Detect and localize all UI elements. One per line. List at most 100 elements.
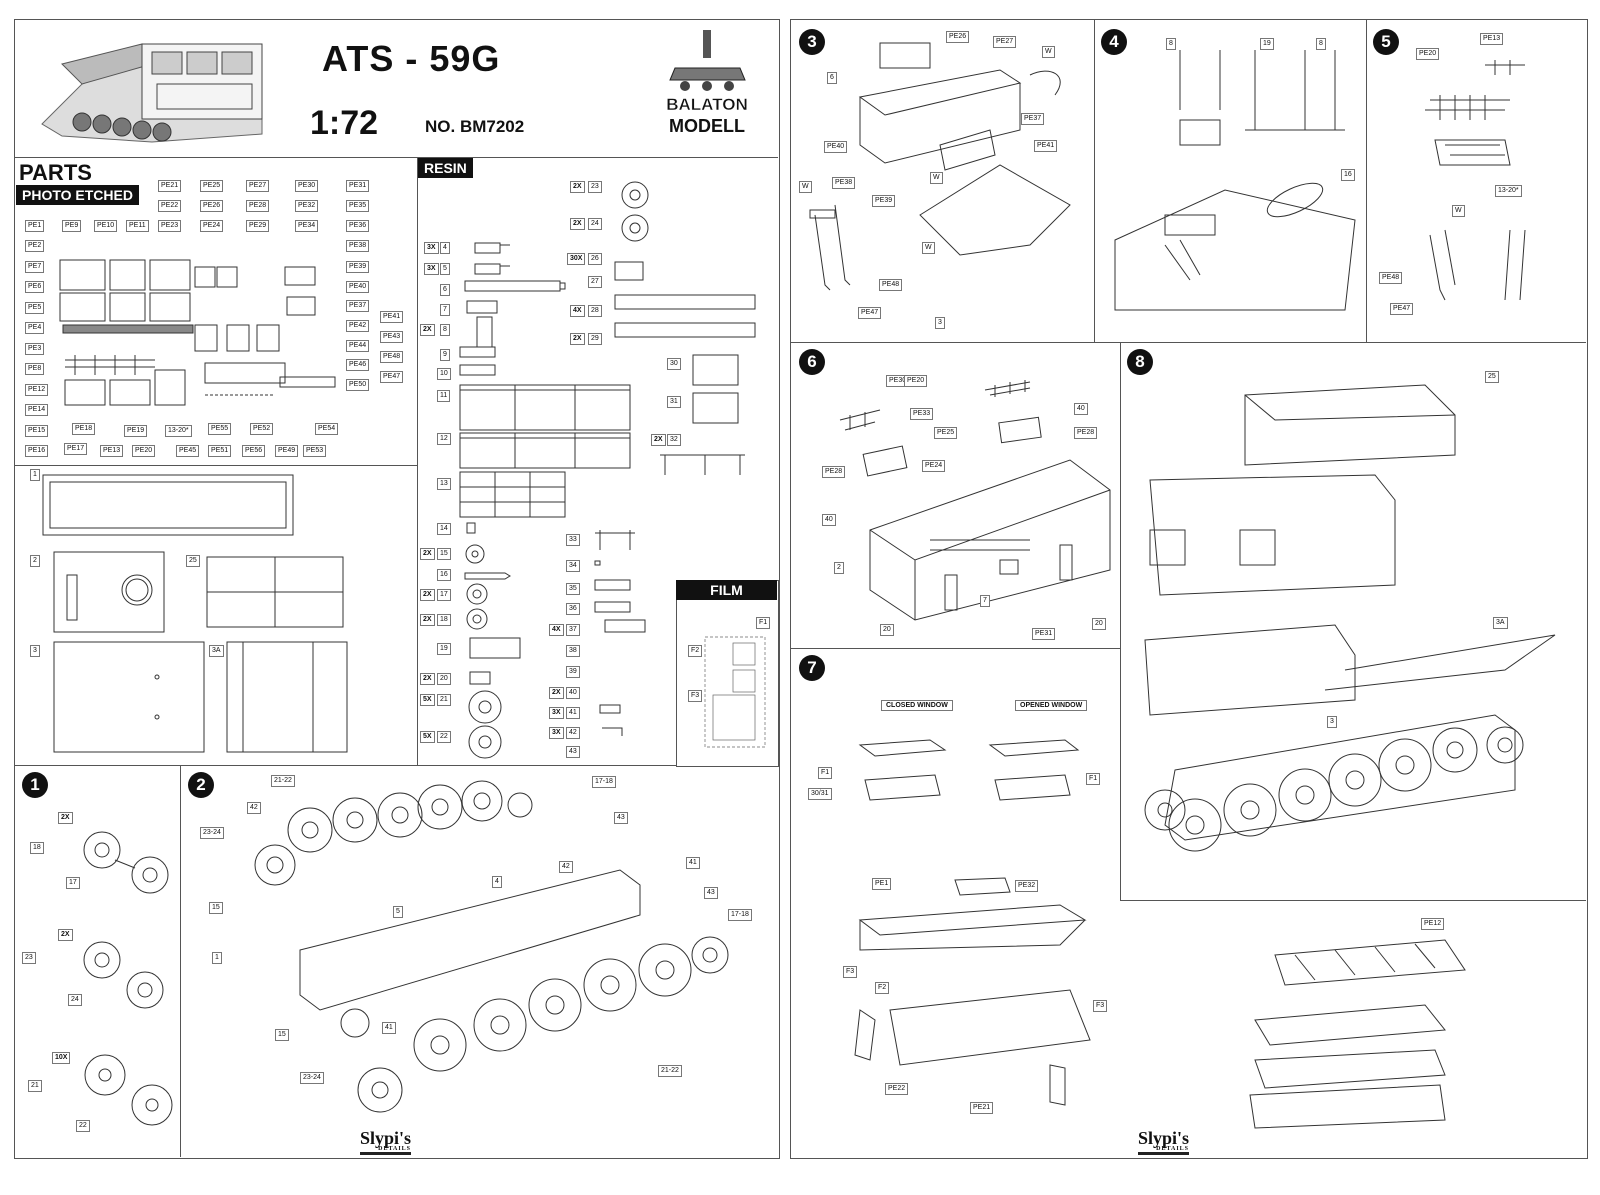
pe-label: PE14 [25,404,49,416]
part-callout: W [1452,205,1465,217]
pe-label: PE40 [346,281,370,293]
logo-line1: BALATON [666,95,748,114]
part-callout: 3A [1493,617,1508,629]
qty-badge: 3X [424,263,439,275]
part-callout: PE22 [885,1083,909,1095]
part-callout: 24 [68,994,82,1006]
resin-parts-drawings [459,181,756,759]
part-callout: 42 [559,861,573,873]
pe-label: PE47 [380,371,404,383]
step6-step7-divider [790,648,1120,649]
part-callout: 23-24 [200,827,224,839]
resin-part-number: 13 [437,478,451,490]
part-label: 25 [186,555,200,567]
part-callout: F1 [818,767,833,779]
pe-label: PE42 [346,320,370,332]
part-callout: F3 [1093,1000,1108,1012]
pe-label: PE9 [62,220,82,232]
pe-label: PE27 [246,180,270,192]
step-5-grille-drawing [1425,60,1526,301]
pe-label: PE11 [126,220,149,232]
resin-part-number: 42 [566,727,580,739]
resin-part-number: 12 [437,433,451,445]
part-callout: PE37 [1021,113,1045,125]
resin-part-number: 9 [440,349,450,361]
pe-label: PE17 [64,443,88,455]
qty-badge: 10X [52,1052,71,1064]
step4-step5-divider [1366,19,1367,342]
part-callout: 4 [492,876,502,888]
part-callout: PE20 [904,375,928,387]
step-2-chassis-drawing [254,780,729,1113]
part-callout: 19 [1260,38,1274,50]
pe-label: PE39 [346,261,370,273]
resin-part-number: 41 [566,707,580,719]
part-callout: 25 [1485,371,1499,383]
resin-part-number: 17 [437,589,451,601]
resin-part-number: 35 [566,583,580,595]
resin-part-number: 37 [566,624,580,636]
resin-part-number: 30 [667,358,681,370]
part-callout: 22 [76,1120,90,1132]
part-callout: 13-20* [1495,185,1522,197]
kit-scale: 1:72 [310,104,379,142]
pe12-box-drawing [1249,939,1466,1129]
pe-label: PE43 [380,331,404,343]
qty-badge: 2X [549,687,564,699]
pe-label: PE51 [208,445,232,457]
resin-part-number: 16 [437,569,451,581]
part-callout: PE48 [1379,272,1403,284]
step1-step2-divider [180,765,181,1157]
part-callout: F3 [843,966,858,978]
part-callout: 1 [212,952,222,964]
part-callout: 30/31 [808,788,832,800]
pe-label: PE28 [246,200,270,212]
part-callout: PE33 [910,408,934,420]
part-callout: 3 [935,317,945,329]
resin-part-number: 8 [440,324,450,336]
part-callout: 18 [30,842,44,854]
logo-line2: MODELL [669,116,745,136]
pe-label: PE55 [208,423,232,435]
step-3-badge: 3 [799,29,825,55]
closed-window-label: CLOSED WINDOW [881,700,953,711]
pe-label: PE2 [25,240,45,252]
part-1-hull-drawing [42,474,294,536]
resin-part-number: 31 [667,396,681,408]
film-label: F3 [688,690,703,702]
part-callout: W [930,172,943,184]
pe-label: PE30 [295,180,319,192]
part-callout: PE48 [879,279,903,291]
resin-part-number: 6 [440,284,450,296]
brand-text: Slypi's [1138,1128,1190,1148]
part-callout: 23 [22,952,36,964]
part-callout: PE26 [946,31,970,43]
pe-label: PE16 [25,445,49,457]
part-callout: PE47 [1390,303,1414,315]
part-callout: PE25 [934,427,958,439]
balaton-modell-logo: BALATON MODELL [666,30,748,136]
pe-label: PE52 [250,423,274,435]
resin-part-number: 5 [440,263,450,275]
step8-bottom-divider [1120,900,1586,901]
part-callout: 20 [880,624,894,636]
part-callout: PE47 [858,307,882,319]
film-label: F1 [756,617,771,629]
pe-label: PE53 [303,445,327,457]
part-3a-bed-drawing [226,641,348,753]
pe-label: PE20 [132,445,156,457]
resin-part-number: 34 [566,560,580,572]
step-7-badge: 7 [799,655,825,681]
pe-label: PE23 [158,220,182,232]
pe-label: PE45 [176,445,200,457]
pe-label: PE37 [346,300,370,312]
step-2-badge: 2 [188,772,214,798]
part-callout: 6 [827,72,837,84]
qty-badge: 2X [420,548,435,560]
part-callout: W [922,242,935,254]
resin-part-number: 10 [437,368,451,380]
part-callout: PE28 [1074,427,1098,439]
pe-label: PE18 [72,423,96,435]
part-callout: PE1 [872,878,892,890]
part-callout: 17-18 [728,909,752,921]
